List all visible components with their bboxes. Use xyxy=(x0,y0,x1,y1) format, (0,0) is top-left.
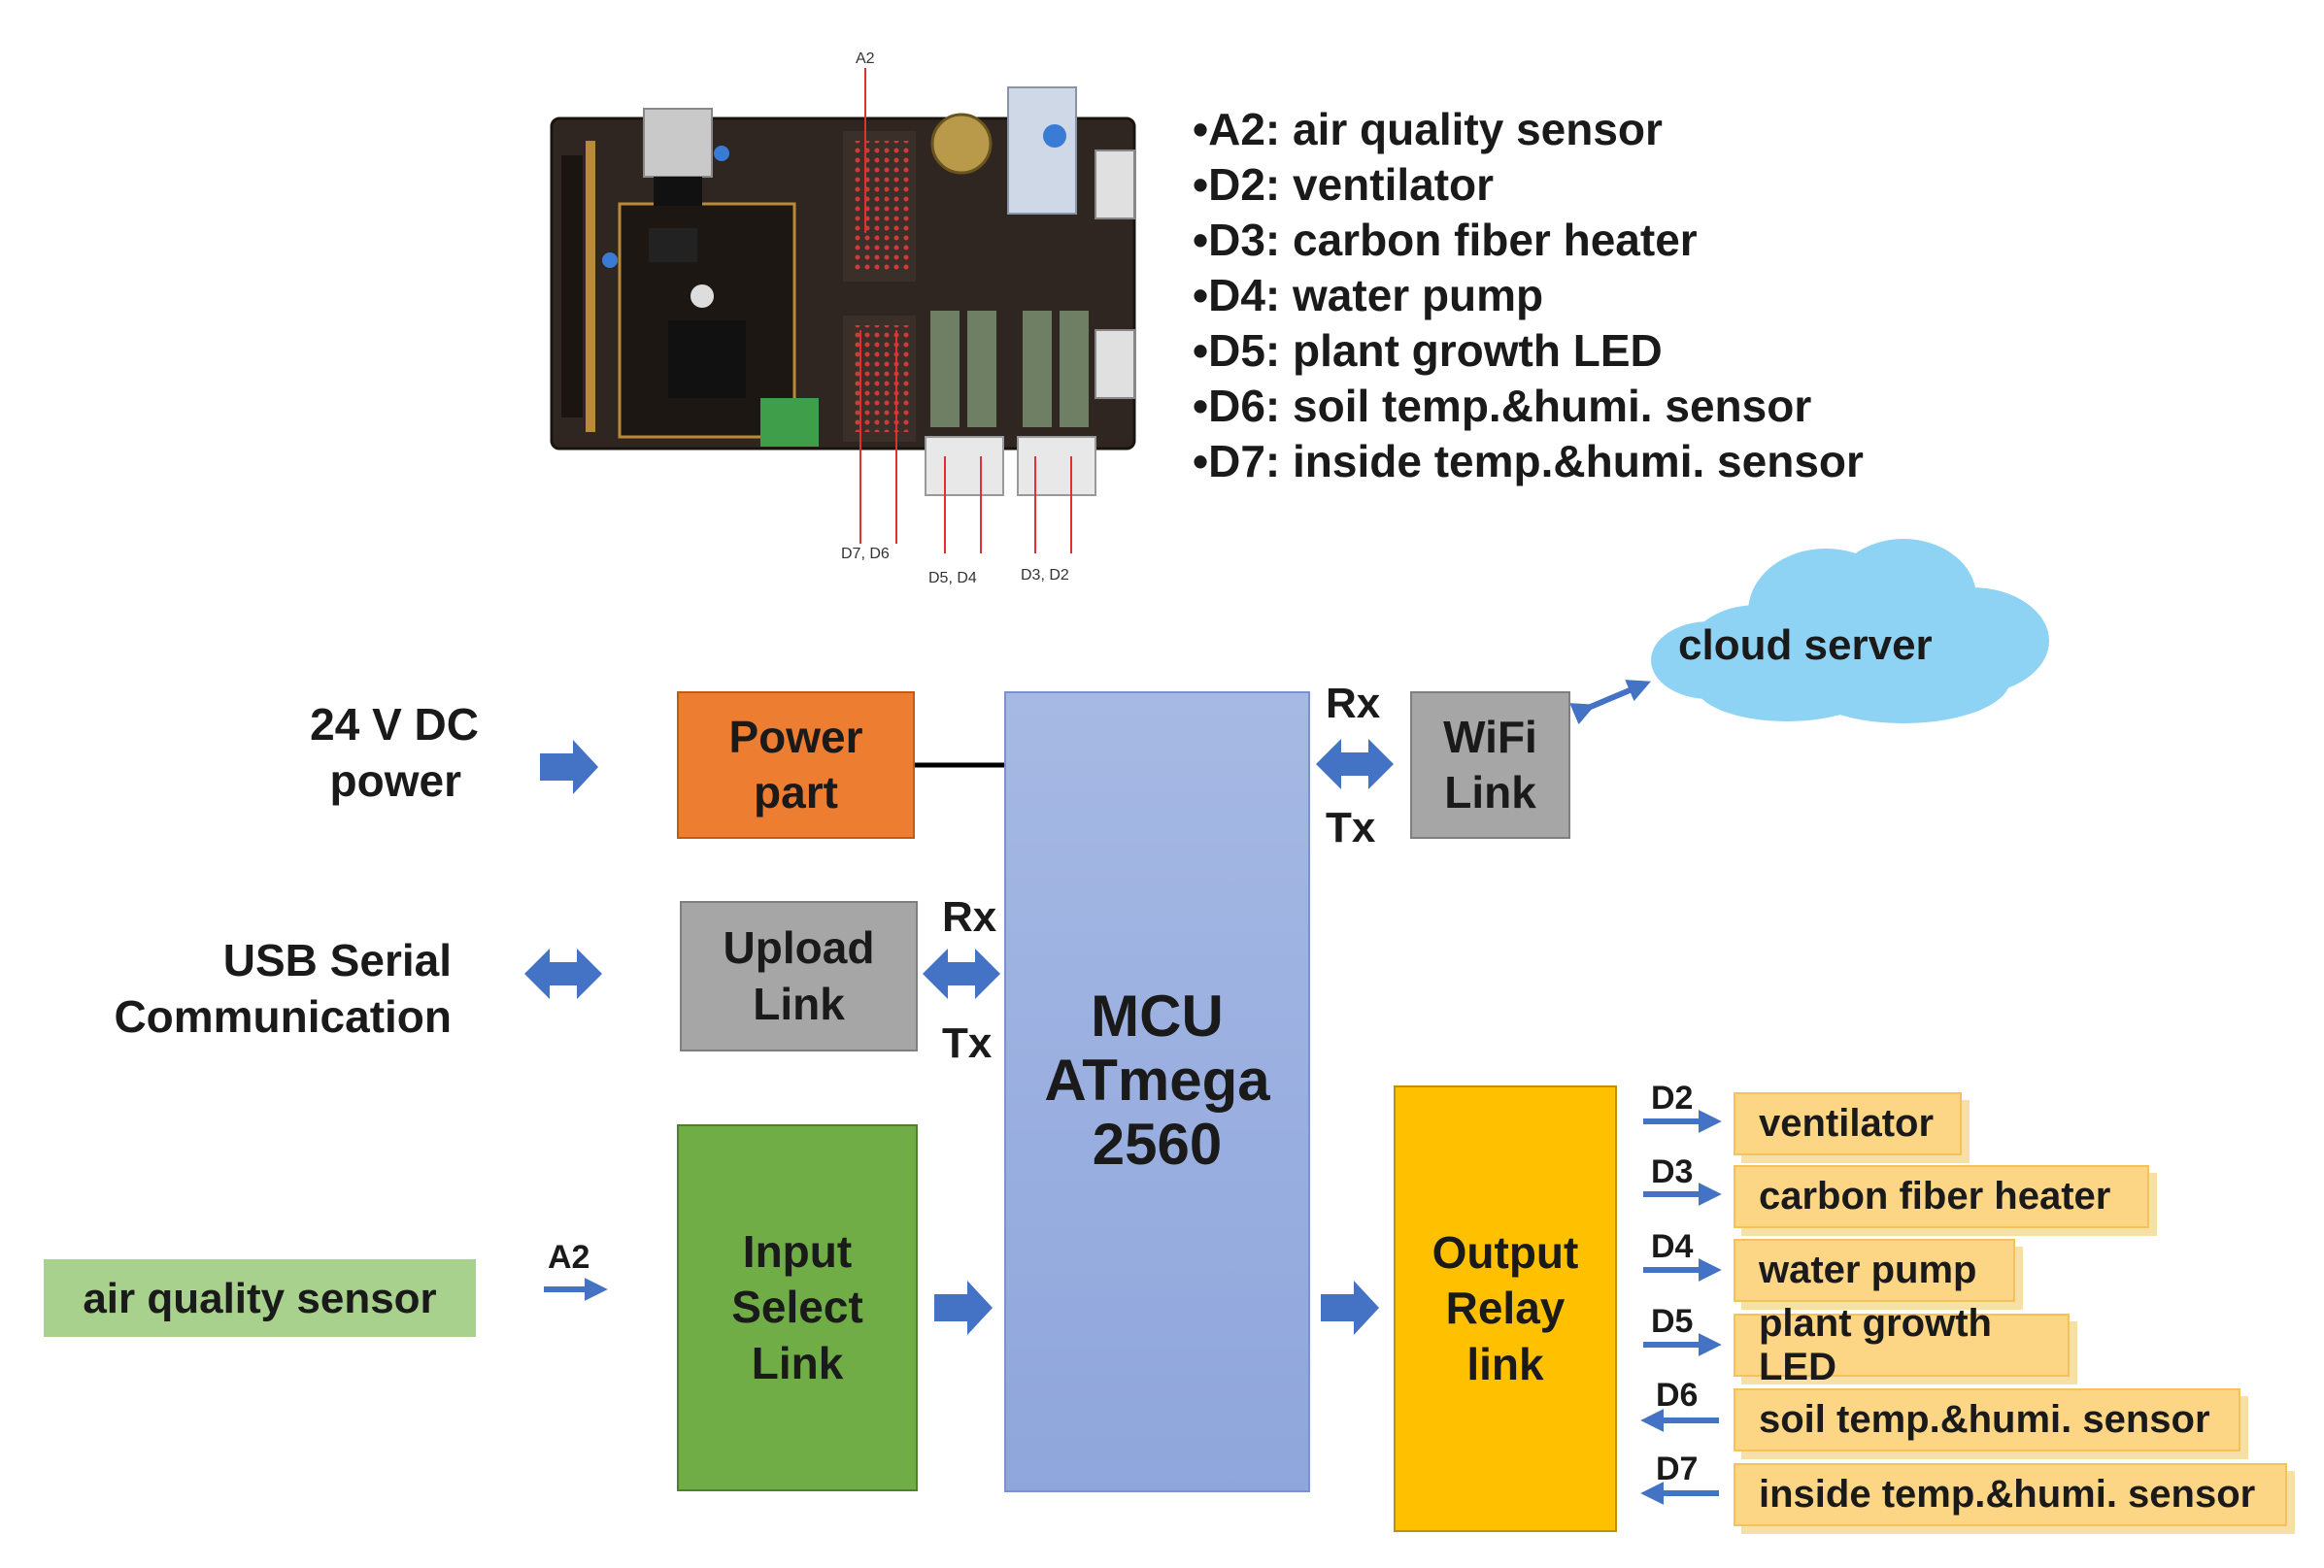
mcu-line1: MCU xyxy=(1091,984,1224,1049)
air-quality-sensor-label: air quality sensor xyxy=(83,1274,437,1322)
mcu-block: MCU ATmega 2560 xyxy=(1004,691,1310,1492)
power-part-block: Power part xyxy=(677,691,915,839)
power-part-line1: Power xyxy=(728,711,863,762)
output-item-inside-sensor: inside temp.&humi. sensor xyxy=(1734,1463,2287,1526)
double-arrow-icon xyxy=(923,949,1000,999)
double-arrow-icon xyxy=(524,949,602,999)
output-pin-label: D5 xyxy=(1651,1303,1694,1340)
output-pin-label: D3 xyxy=(1651,1153,1694,1190)
legend-item: •D5: plant growth LED xyxy=(1193,325,1663,376)
input-select-line2: Select xyxy=(731,1282,863,1333)
output-pin-label: D7 xyxy=(1656,1451,1699,1487)
wifi-link-line2: Link xyxy=(1444,767,1536,817)
pcb-board-drawing: A2 D7, D6 D5, D4 D3, D2 xyxy=(550,50,1136,586)
power-input-line1: 24 V DC xyxy=(310,699,479,750)
double-arrow-icon xyxy=(1316,739,1394,789)
wifi-link-block: WiFi Link xyxy=(1410,691,1570,839)
output-pin-label: D4 xyxy=(1651,1228,1694,1265)
power-input-line2: power xyxy=(329,755,461,806)
input-select-line1: Input xyxy=(742,1225,853,1277)
air-quality-sensor-box: air quality sensor xyxy=(44,1259,476,1337)
legend-item: •D4: water pump xyxy=(1193,270,1544,320)
upload-link-line1: Upload xyxy=(723,922,875,973)
input-select-line3: Link xyxy=(751,1337,844,1388)
output-item-plant-growth-led: plant growth LED xyxy=(1734,1302,2070,1388)
right-arrow-icon xyxy=(934,1281,993,1335)
mcu-line3: 2560 xyxy=(1092,1112,1223,1177)
upload-tx-label: Tx xyxy=(942,1019,993,1067)
upload-link-line2: Link xyxy=(753,978,845,1029)
wifi-link-line1: WiFi xyxy=(1443,711,1537,762)
legend-item: •D7: inside temp.&humi. sensor xyxy=(1193,436,1864,486)
legend-item: •D2: ventilator xyxy=(1193,159,1495,210)
output-relay-link-block: Output Relay link xyxy=(1394,1085,1617,1532)
output-relay-line3: link xyxy=(1466,1338,1544,1389)
legend-item: •A2: air quality sensor xyxy=(1193,104,1663,154)
input-select-link-block: Input Select Link xyxy=(677,1124,918,1491)
output-item-label: ventilator xyxy=(1759,1102,1935,1145)
output-item-label: water pump xyxy=(1759,1249,1977,1291)
output-item-carbon-fiber-heater: carbon fiber heater xyxy=(1734,1165,2149,1228)
output-item-soil-sensor: soil temp.&humi. sensor xyxy=(1734,1388,2240,1451)
cloud-server-label: cloud server xyxy=(1678,621,1933,669)
output-pin-label: D2 xyxy=(1651,1080,1694,1117)
output-relay-line2: Relay xyxy=(1445,1283,1566,1334)
power-input-label: 24 V DC power xyxy=(214,696,479,809)
pcb-label-d5-d4: D5, D4 xyxy=(928,570,977,586)
wifi-rx-label: Rx xyxy=(1326,680,1381,727)
mcu-line2: ATmega xyxy=(1044,1048,1270,1113)
a2-pin-label: A2 xyxy=(548,1239,590,1276)
pin-legend: •A2: air quality sensor •D2: ventilator … xyxy=(1193,102,1864,489)
right-arrow-icon xyxy=(540,740,598,794)
usb-serial-line1: USB Serial xyxy=(222,935,452,985)
output-item-ventilator: ventilator xyxy=(1734,1092,1962,1155)
legend-item: •D3: carbon fiber heater xyxy=(1193,215,1698,265)
usb-serial-line2: Communication xyxy=(114,991,452,1042)
upload-rx-label: Rx xyxy=(942,893,997,941)
output-item-label: inside temp.&humi. sensor xyxy=(1759,1473,2256,1516)
upload-link-block: Upload Link xyxy=(680,901,918,1051)
pcb-label-a2: A2 xyxy=(856,50,875,67)
power-part-line2: part xyxy=(754,767,838,817)
output-item-water-pump: water pump xyxy=(1734,1239,2015,1302)
pcb-label-d7-d6: D7, D6 xyxy=(841,546,890,562)
output-pin-label: D6 xyxy=(1656,1377,1699,1414)
right-arrow-icon xyxy=(1321,1281,1379,1335)
usb-serial-label: USB Serial Communication xyxy=(58,932,452,1045)
pcb-label-d3-d2: D3, D2 xyxy=(1021,567,1069,584)
output-item-label: soil temp.&humi. sensor xyxy=(1759,1398,2210,1441)
output-item-label: plant growth LED xyxy=(1759,1301,1992,1388)
wifi-tx-label: Tx xyxy=(1326,804,1376,851)
legend-item: •D6: soil temp.&humi. sensor xyxy=(1193,381,1812,431)
output-item-label: carbon fiber heater xyxy=(1759,1175,2111,1218)
output-relay-line1: Output xyxy=(1431,1226,1579,1278)
cloud-link-arrow-icon xyxy=(1569,680,1651,725)
pcb-board-image: A2 D7, D6 D5, D4 D3, D2 xyxy=(532,39,1154,602)
